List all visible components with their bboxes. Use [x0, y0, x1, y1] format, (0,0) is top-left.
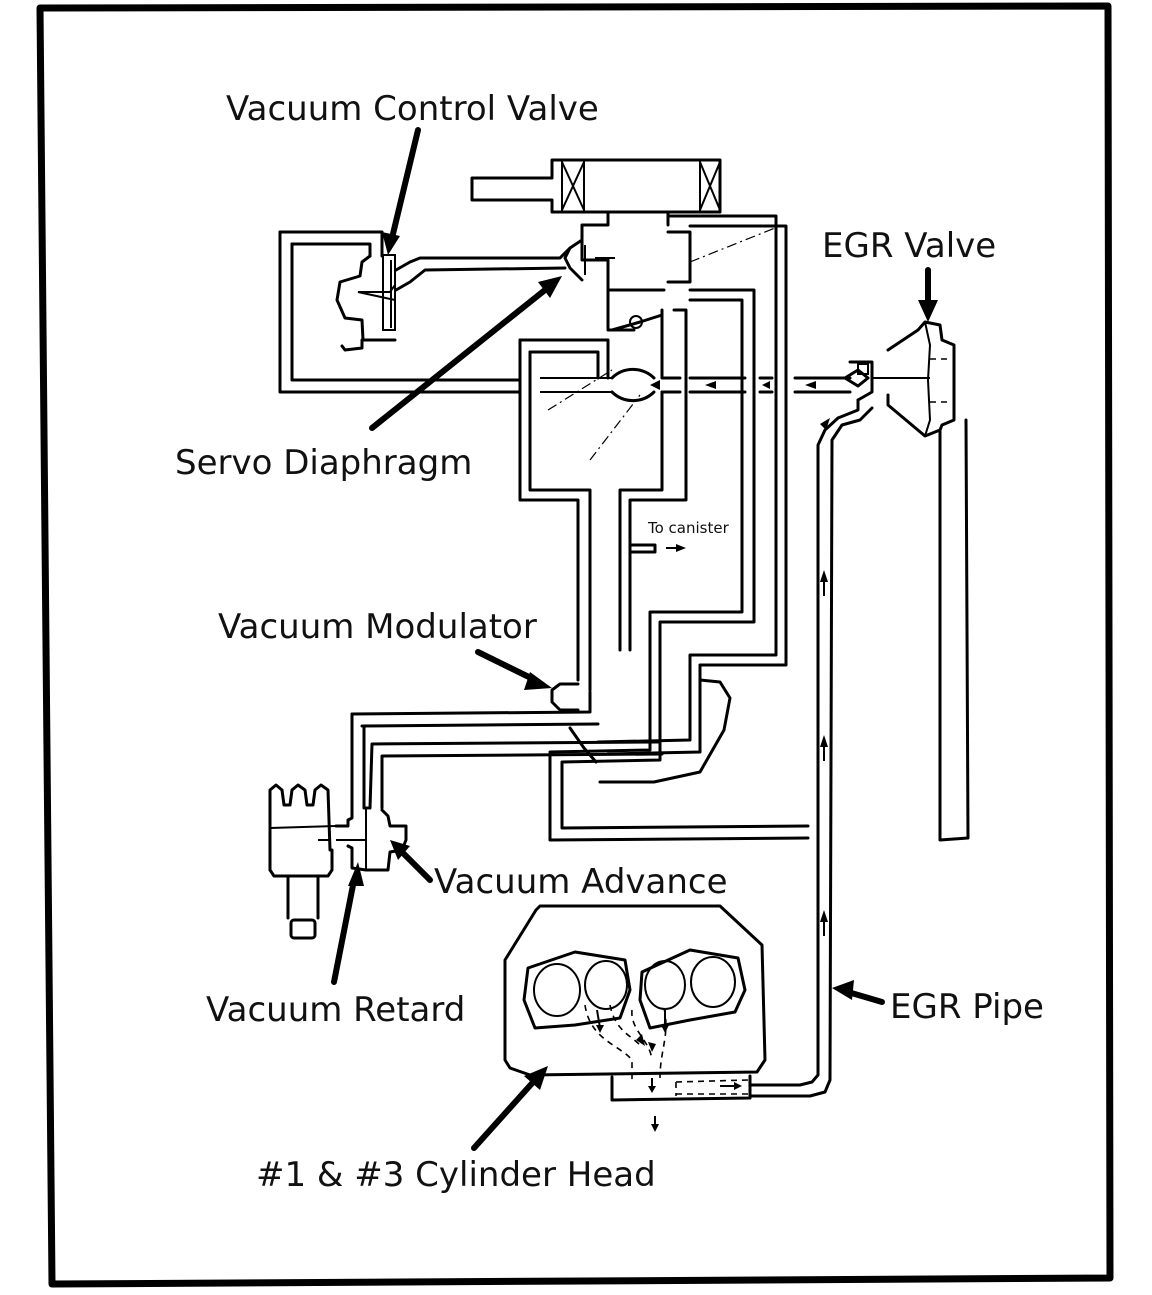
diagram-frame — [36, 2, 1114, 1288]
cylinder-head — [503, 904, 767, 1132]
air-cleaner — [470, 158, 722, 214]
egr-valve — [843, 320, 970, 842]
leader-arrows — [331, 127, 938, 1151]
servo-diaphragm-arrow — [369, 287, 548, 431]
distributor — [268, 712, 664, 940]
egr-pipe-arrow — [845, 989, 885, 1005]
vacuum-modulator — [350, 678, 732, 784]
vacuum-control-valve — [278, 230, 572, 394]
label-vacuum-advance: Vacuum Advance — [434, 862, 728, 902]
vacuum-control-valve-arrow — [389, 127, 421, 241]
vacuum-hoses — [548, 214, 810, 842]
cylinder-head-arrow — [471, 1077, 538, 1151]
vacuum-advance-arrow — [397, 847, 433, 883]
label-to-canister: To canister — [647, 519, 730, 537]
label-vacuum-modulator: Vacuum Modulator — [218, 607, 537, 647]
vacuum-retard-arrow — [331, 877, 357, 985]
carburetor — [563, 210, 776, 332]
throttle-body — [518, 308, 852, 692]
vacuum-modulator-arrow — [475, 649, 538, 683]
label-vacuum-control-valve: Vacuum Control Valve — [226, 89, 599, 129]
label-cylinder-head: #1 & #3 Cylinder Head — [256, 1155, 656, 1195]
label-egr-pipe: EGR Pipe — [890, 987, 1044, 1027]
label-vacuum-retard: Vacuum Retard — [206, 990, 465, 1030]
label-servo-diaphragm: Servo Diaphragm — [175, 443, 472, 483]
egr-pipe — [748, 398, 874, 1098]
label-egr-valve: EGR Valve — [822, 226, 996, 266]
